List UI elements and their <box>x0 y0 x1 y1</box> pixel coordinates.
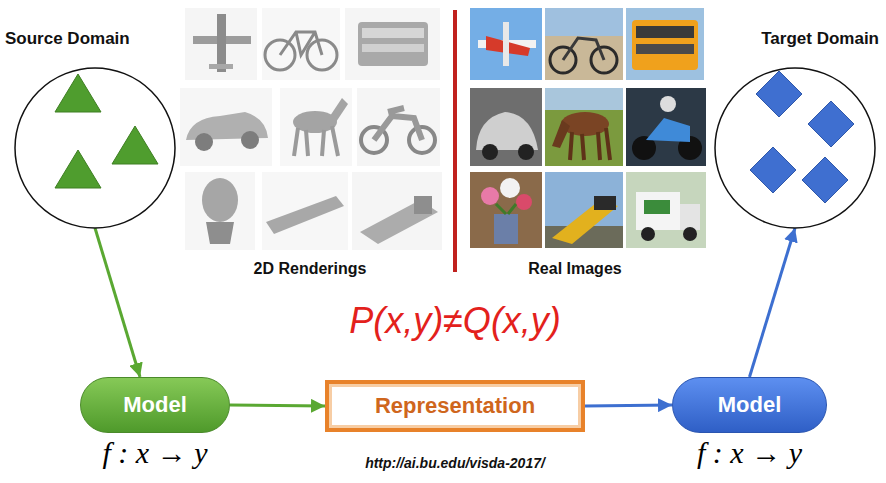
illustration-part <box>660 96 676 112</box>
illustration-part <box>518 144 534 160</box>
illustration-part <box>646 118 690 142</box>
diamond-sample <box>750 147 796 193</box>
illustration-part <box>545 8 623 36</box>
illustration-part <box>362 28 424 38</box>
illustration-part <box>470 172 542 248</box>
illustration-part <box>217 14 226 72</box>
illustration-part <box>570 128 610 160</box>
illustration-part <box>280 88 352 166</box>
illustration-part <box>362 44 424 52</box>
illustration-part <box>241 131 259 149</box>
illustration-part <box>180 88 272 166</box>
panel-caption: Real Images <box>355 260 795 278</box>
url-label: http://ai.bu.edu/visda-2017/ <box>235 455 675 471</box>
renderings-grid <box>180 8 442 250</box>
illustration-part <box>185 8 257 80</box>
target-domain-circle: Target Domain <box>703 28 883 230</box>
diamond-sample <box>756 71 802 117</box>
illustration-part <box>358 22 428 66</box>
illustration-part <box>494 214 518 244</box>
illustration-part <box>545 8 623 80</box>
illustration-part <box>641 227 655 241</box>
box-title: Representation <box>375 393 535 419</box>
illustration-part <box>345 8 440 80</box>
illustration-part <box>632 20 698 70</box>
model-box: Modelf : x → y <box>80 377 230 433</box>
illustration-part <box>357 88 440 166</box>
illustration-part <box>185 172 255 250</box>
illustration-part <box>414 196 432 214</box>
domain-circle <box>15 68 175 228</box>
illustration-part <box>266 196 344 234</box>
domain-heading: Source Domain <box>5 28 185 50</box>
illustration-part <box>516 194 532 210</box>
illustration-part <box>626 88 706 166</box>
domain-heading: Target Domain <box>703 28 883 50</box>
model-box: Modelf : x → y <box>672 377 827 433</box>
illustration-part <box>545 88 623 166</box>
math-inequality: P(x,y)≠Q(x,y) <box>235 300 675 342</box>
illustration-part <box>503 22 509 66</box>
illustration-part <box>262 172 348 250</box>
divider-line <box>453 10 457 272</box>
flow-arrow <box>230 405 325 406</box>
source-domain-circle: Source Domain <box>5 28 185 230</box>
illustration-part <box>563 38 604 60</box>
domain-circle-outline <box>703 28 883 230</box>
illustration-part <box>476 112 538 150</box>
illustration-part <box>294 126 338 156</box>
illustration-part <box>280 32 322 55</box>
illustration-part <box>195 133 213 151</box>
box-title: Model <box>123 392 187 418</box>
function-formula: f : x → y <box>41 436 269 470</box>
illustration-part <box>352 172 442 250</box>
illustration-part <box>626 172 706 248</box>
flow-arrow <box>585 405 672 406</box>
illustration-part <box>545 88 623 110</box>
illustration-part <box>496 204 516 214</box>
illustration-part <box>470 88 542 166</box>
diamond-sample <box>802 157 848 203</box>
domain-circle <box>715 68 875 228</box>
illustration-part <box>481 187 499 205</box>
triangle-sample <box>55 74 101 112</box>
illustration-part <box>636 26 694 38</box>
box-title: Model <box>718 392 782 418</box>
domain-circle-outline <box>5 28 185 230</box>
illustration-part <box>209 64 233 69</box>
real-images-grid <box>470 8 706 248</box>
illustration-part <box>636 192 680 230</box>
illustration-part <box>683 227 697 241</box>
diamond-sample <box>808 101 854 147</box>
illustration-part <box>561 112 609 136</box>
illustration-part <box>644 200 670 214</box>
illustration-part <box>545 172 623 248</box>
triangle-sample <box>55 150 101 188</box>
illustration-part <box>262 8 340 80</box>
illustration-part <box>330 98 348 122</box>
illustration-part <box>626 8 704 80</box>
representation-box: Representation <box>325 380 585 432</box>
illustration-part <box>206 222 234 244</box>
illustration-part <box>202 178 238 222</box>
triangle-sample <box>112 126 158 164</box>
illustration-part <box>470 8 542 80</box>
illustration-part <box>594 196 616 210</box>
illustration-part <box>482 144 498 160</box>
panel-caption: 2D Renderings <box>90 260 530 278</box>
function-formula: f : x → y <box>633 436 866 470</box>
flow-arrow <box>750 228 796 377</box>
illustration-part <box>680 204 700 230</box>
illustration-part <box>636 44 694 54</box>
illustration-part <box>500 178 520 198</box>
illustration-part <box>552 120 570 148</box>
illustration-part <box>374 108 422 140</box>
flow-arrow <box>95 228 140 377</box>
